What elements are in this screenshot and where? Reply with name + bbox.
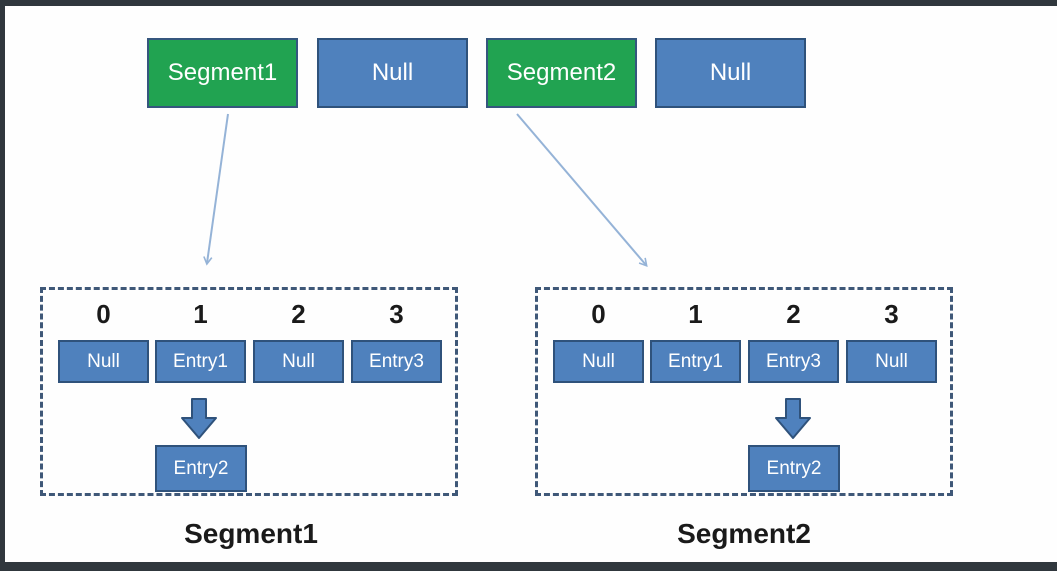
segment2-panel: 0 1 2 3 Null Entry1 Entry3 Null Entry2	[535, 287, 953, 496]
segment1-bucket-1: Entry1	[155, 340, 246, 383]
segment1-caption: Segment1	[184, 518, 318, 549]
top-cell-null-1: Null	[317, 38, 468, 108]
segment2-bucket-2: Entry3	[748, 340, 839, 383]
segment2-index-3: 3	[884, 299, 899, 329]
arrow-segment1-to-panel	[203, 113, 229, 266]
segment1-chain-entry: Entry2	[155, 445, 247, 492]
top-cell-null-1-label: Null	[371, 59, 414, 86]
segment1-chain-entry-label: Entry2	[173, 457, 229, 479]
segment1-chain-arrow-icon	[181, 398, 217, 439]
frame-bar-left	[0, 0, 5, 571]
segment1-bucket-0-label: Null	[87, 350, 120, 372]
segment2-index-0: 0	[591, 299, 606, 329]
segment2-bucket-3-label: Null	[875, 350, 908, 372]
segment2-bucket-3: Null	[846, 340, 937, 383]
segment2-bucket-1-label: Entry1	[668, 350, 723, 372]
top-cell-null-2: Null	[655, 38, 806, 108]
segment1-index-3: 3	[389, 299, 404, 329]
segment1-bucket-0: Null	[58, 340, 149, 383]
segment2-chain-entry: Entry2	[748, 445, 840, 492]
segment1-bucket-2-label: Null	[282, 350, 315, 372]
segment2-chain-entry-label: Entry2	[766, 457, 822, 479]
top-cell-segment2: Segment2	[486, 38, 637, 108]
segment1-index-1: 1	[193, 299, 208, 329]
top-cell-segment1: Segment1	[147, 38, 298, 108]
segment2-bucket-0: Null	[553, 340, 644, 383]
top-cell-segment1-label: Segment1	[167, 59, 278, 86]
top-cell-null-2-label: Null	[709, 59, 752, 86]
frame-bar-top	[0, 0, 1057, 6]
segment2-chain-arrow-icon	[775, 398, 811, 439]
arrow-segment2-to-panel	[516, 113, 648, 267]
segment1-bucket-2: Null	[253, 340, 344, 383]
segment1-bucket-1-label: Entry1	[173, 350, 228, 372]
segment2-bucket-0-label: Null	[582, 350, 615, 372]
segment1-bucket-3: Entry3	[351, 340, 442, 383]
segment2-caption: Segment2	[677, 518, 811, 549]
segment1-index-2: 2	[291, 299, 306, 329]
top-cell-segment2-label: Segment2	[506, 59, 617, 86]
frame-bar-bottom	[0, 562, 1057, 571]
segment2-bucket-2-label: Entry3	[766, 350, 821, 372]
segment2-bucket-1: Entry1	[650, 340, 741, 383]
segment1-bucket-3-label: Entry3	[369, 350, 424, 372]
segment1-index-0: 0	[96, 299, 111, 329]
segment2-index-1: 1	[688, 299, 703, 329]
segment2-index-2: 2	[786, 299, 801, 329]
segment1-panel: 0 1 2 3 Null Entry1 Null Entry3 Entry2	[40, 287, 458, 496]
